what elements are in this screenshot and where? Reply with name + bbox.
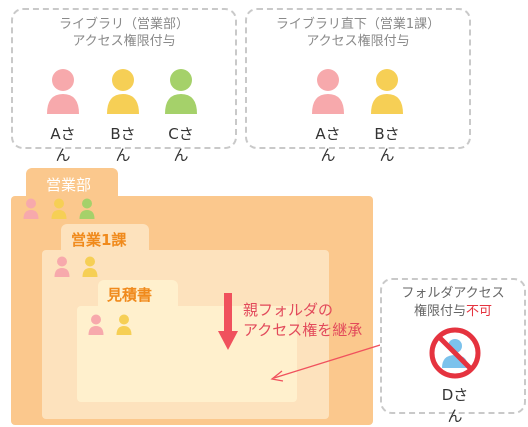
folder-mid-label: 営業1課 bbox=[71, 231, 127, 249]
person-icon-small-yellow bbox=[82, 256, 98, 277]
person-icon-b bbox=[107, 69, 139, 114]
person-icon-small-yellow bbox=[51, 198, 67, 219]
person-icon-b bbox=[371, 69, 403, 114]
library-card-title: ライブラリ（営業部） アクセス権限付与 bbox=[13, 16, 235, 50]
denied-card-title-line1: フォルダアクセス bbox=[401, 286, 505, 301]
direct-card-title-line2: アクセス権限付与 bbox=[306, 34, 410, 49]
denied-card-title-prefix: 権限付与 bbox=[413, 304, 466, 319]
person-label-b: Bさん bbox=[110, 125, 136, 164]
person-icon-a bbox=[47, 69, 79, 114]
person-label-d: Dさん bbox=[441, 386, 469, 425]
person-icon-small-pink bbox=[88, 314, 104, 335]
person-icon-small-pink bbox=[54, 256, 70, 277]
inherit-down-arrow-icon bbox=[218, 293, 238, 350]
folder-inner bbox=[77, 306, 297, 402]
person-icon-c bbox=[165, 69, 197, 114]
folder-outer-label: 営業部 bbox=[46, 176, 92, 194]
person-label-a: Aさん bbox=[315, 125, 341, 164]
person-icon-a bbox=[312, 69, 344, 114]
inherit-note-line1: 親フォルダの bbox=[243, 301, 334, 319]
inherit-note: 親フォルダの アクセス権を継承 bbox=[243, 300, 362, 340]
person-icon-small-yellow bbox=[116, 314, 132, 335]
person-icon-small-green bbox=[79, 198, 95, 219]
folder-inner-label: 見積書 bbox=[107, 286, 153, 304]
library-card-title-line2: アクセス権限付与 bbox=[72, 34, 176, 49]
direct-card-title: ライブラリ直下（営業1課） アクセス権限付与 bbox=[247, 16, 469, 50]
direct-card-title-line1: ライブラリ直下（営業1課） bbox=[275, 17, 441, 32]
no-access-icon bbox=[429, 327, 481, 379]
denied-card-title-line2: 権限付与不可 bbox=[382, 303, 524, 321]
direct-access-card: ライブラリ直下（営業1課） アクセス権限付与 Aさん Bさん bbox=[245, 8, 471, 164]
pointer-arrow-icon bbox=[270, 341, 391, 382]
library-card-title-line1: ライブラリ（営業部） bbox=[58, 17, 189, 32]
access-denied-card: フォルダアクセス 権限付与不可 Dさん bbox=[380, 278, 526, 425]
person-icon-small-pink bbox=[23, 198, 39, 219]
person-label-c: Cさん bbox=[168, 125, 194, 164]
person-label-b: Bさん bbox=[374, 125, 400, 164]
denied-card-title: フォルダアクセス 権限付与不可 bbox=[382, 285, 524, 321]
inherit-note-line2: アクセス権を継承 bbox=[243, 321, 363, 339]
library-access-card: ライブラリ（営業部） アクセス権限付与 Aさん Bさん Cさん bbox=[11, 8, 237, 164]
person-label-a: Aさん bbox=[50, 125, 76, 164]
denied-card-title-emph: 不可 bbox=[466, 304, 493, 319]
